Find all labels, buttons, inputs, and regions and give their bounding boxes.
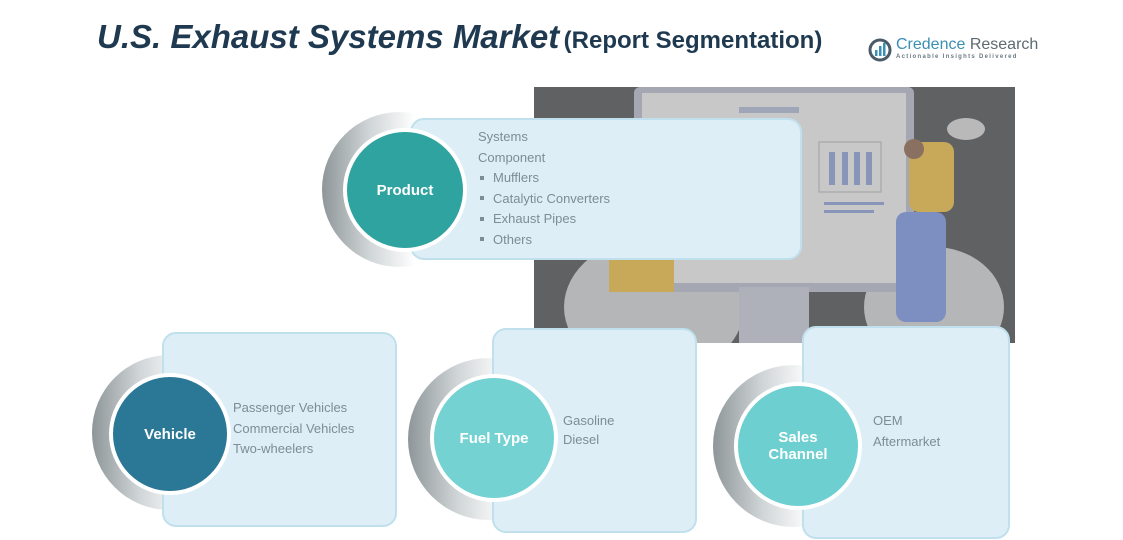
page-title: U.S. Exhaust Systems Market (Report Segm…	[97, 18, 822, 56]
list-item: Two-wheelers	[233, 441, 314, 456]
fuel-items: Gasoline Diesel	[563, 411, 614, 449]
product-items: Systems Component Mufflers Catalytic Con…	[478, 127, 610, 250]
vehicle-items: Passenger Vehicles Commercial Vehicles T…	[233, 398, 354, 460]
sales-items: OEM Aftermarket	[873, 411, 940, 452]
logo-name-2: Research	[965, 36, 1039, 53]
vehicle-label: Vehicle	[144, 425, 196, 443]
sales-label-2: Channel	[768, 446, 828, 463]
list-item: Systems	[478, 129, 528, 144]
logo-name: Credence Research	[896, 36, 1038, 54]
product-panel	[410, 118, 802, 260]
list-item: Exhaust Pipes	[478, 209, 610, 230]
product-label: Product	[376, 181, 434, 199]
list-item: Diesel	[563, 432, 600, 447]
list-item: Aftermarket	[873, 433, 941, 449]
subitem-label: Exhaust Pipes	[493, 211, 577, 226]
list-item: Gasoline	[563, 413, 615, 428]
title-sub: (Report Segmentation)	[563, 27, 823, 54]
logo-icon	[868, 38, 892, 62]
fuel-circle: Fuel Type	[430, 374, 558, 502]
subitem-label: Catalytic Converters	[493, 190, 611, 206]
list-item: Commercial Vehicles	[233, 420, 355, 436]
product-circle: Product	[343, 128, 467, 252]
list-item: Passenger Vehicles	[233, 400, 348, 415]
sales-label-1: Sales	[778, 429, 818, 446]
list-item: Mufflers	[478, 168, 610, 189]
vehicle-circle: Vehicle	[109, 373, 231, 495]
subitem-label: Mufflers	[493, 170, 539, 185]
fuel-label: Fuel Type	[459, 429, 529, 447]
list-item: OEM	[873, 413, 903, 428]
logo-tagline: Actionable Insights Delivered	[896, 54, 1018, 60]
vehicle-panel	[162, 332, 397, 527]
subitem-label: Others	[493, 231, 533, 247]
list-item: Component	[478, 149, 546, 165]
list-item: Catalytic Converters	[478, 189, 610, 210]
list-item: Others	[478, 230, 610, 251]
logo-name-1: Credence	[896, 36, 966, 53]
title-main: U.S. Exhaust Systems Market	[97, 18, 560, 55]
